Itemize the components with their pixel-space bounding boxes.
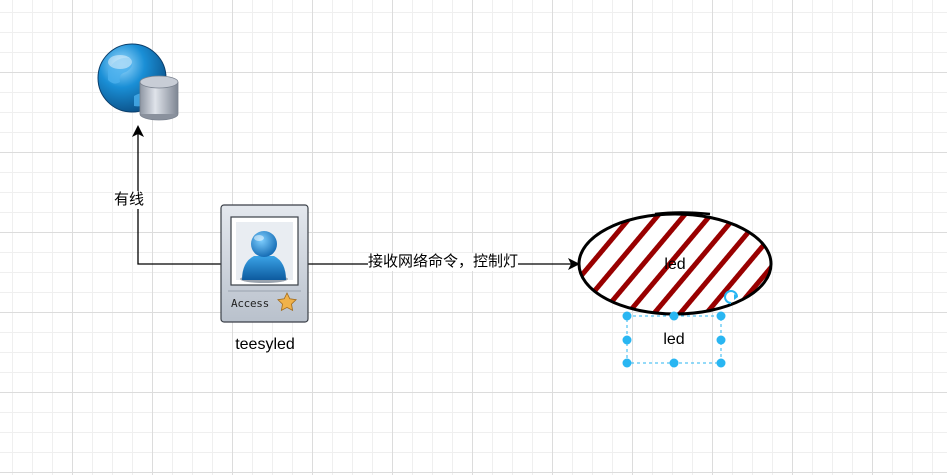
selection-handle[interactable] <box>622 311 632 321</box>
access-badge-icon[interactable] <box>220 204 309 323</box>
edge-wired[interactable] <box>132 125 221 265</box>
globe-highlight <box>108 55 132 69</box>
selection-handle[interactable] <box>622 358 632 368</box>
edge-command-label[interactable]: 接收网络命令，控制灯 <box>367 253 519 271</box>
selection-box[interactable] <box>622 290 739 368</box>
database-icon <box>139 75 179 121</box>
selection-handle[interactable] <box>669 311 679 321</box>
globe-continents <box>108 57 150 107</box>
selection-handle[interactable] <box>716 335 726 345</box>
person-body <box>242 256 286 280</box>
globe-database-icon[interactable] <box>97 43 179 121</box>
rotate-handle-icon[interactable] <box>724 290 738 304</box>
edge-wired-label[interactable]: 有线 <box>113 191 145 209</box>
selection-handle[interactable] <box>716 358 726 368</box>
led-sketch-stroke <box>654 211 711 216</box>
selection-handle[interactable] <box>669 358 679 368</box>
led-ellipse-fill <box>579 214 771 314</box>
badge-text: Access <box>231 297 269 310</box>
led-text-label[interactable]: led <box>663 331 685 348</box>
led-ellipse-label[interactable]: led <box>664 256 686 273</box>
person-head <box>251 231 277 257</box>
selection-handle[interactable] <box>716 311 726 321</box>
user-label[interactable]: teesyled <box>235 336 295 353</box>
selection-handle[interactable] <box>622 335 632 345</box>
star-icon <box>277 292 297 312</box>
person-head-highlight <box>254 235 264 241</box>
